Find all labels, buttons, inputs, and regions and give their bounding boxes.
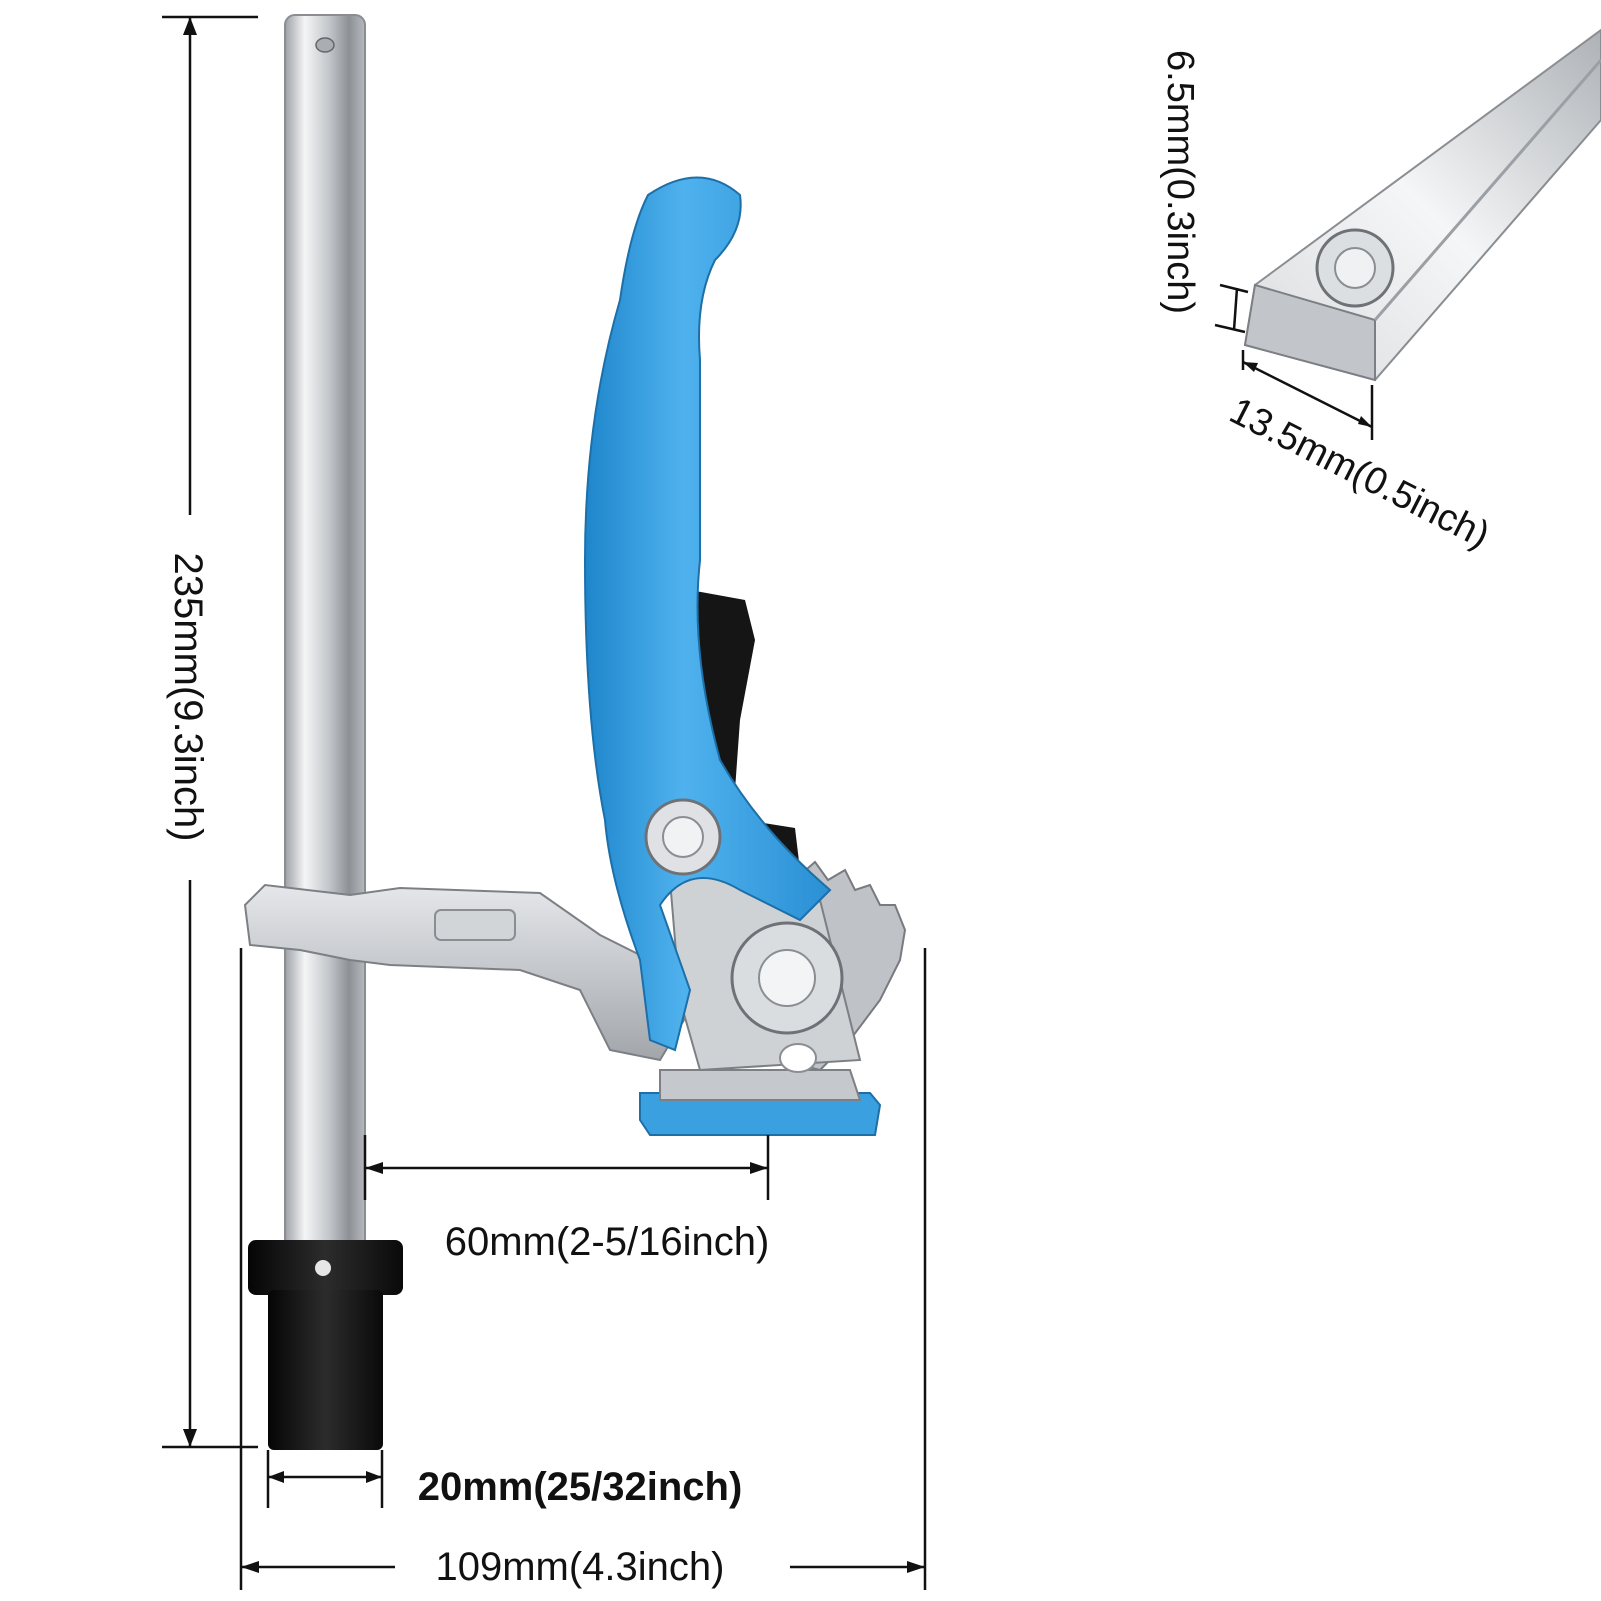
dimension-lines (162, 15, 927, 1590)
pressure-pad (639, 1092, 882, 1136)
bar-thickness-label: 6.5mm(0.3inch) (1159, 50, 1201, 314)
post-diameter-label: 20mm(25/32inch) (418, 1465, 743, 1509)
clamp-arm (243, 883, 692, 1062)
rod-screw-icon (315, 37, 335, 53)
clamp-illustration (243, 14, 907, 1450)
reach-label: 60mm(2-5/16inch) (445, 1220, 770, 1264)
height-label: 235mm(9.3inch) (166, 552, 210, 841)
bar-end-inset (1214, 28, 1601, 440)
bar-width-label: 13.5mm(0.5inch) (1223, 390, 1496, 557)
rubber-foot (248, 1240, 403, 1450)
overall-width-label: 109mm(4.3inch) (435, 1545, 724, 1589)
clamp-rod (284, 14, 366, 1251)
